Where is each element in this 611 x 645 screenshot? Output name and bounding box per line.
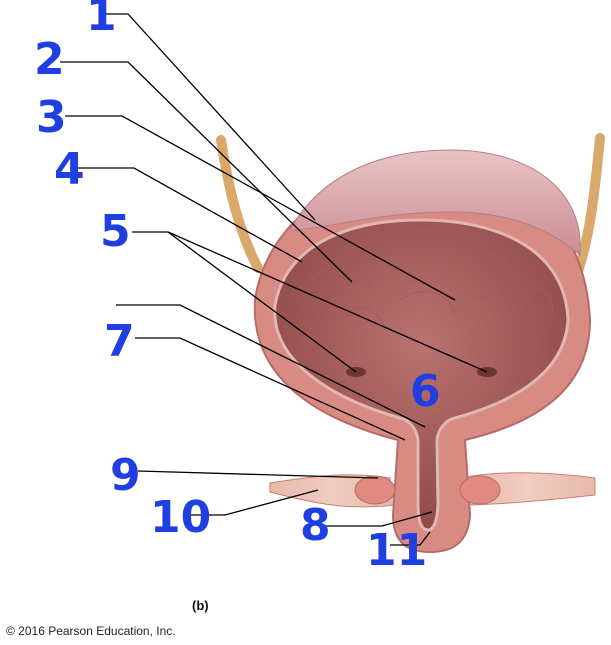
label-10: 10 bbox=[150, 492, 211, 543]
leader-10 bbox=[186, 489, 319, 516]
leader-lines bbox=[60, 13, 488, 546]
leader-5b bbox=[167, 231, 488, 373]
label-2: 2 bbox=[34, 34, 65, 85]
leader-6 bbox=[116, 304, 426, 428]
panel-label: (b) bbox=[192, 598, 209, 613]
sphincter-left bbox=[354, 475, 396, 505]
label-3: 3 bbox=[36, 92, 67, 143]
leader-3 bbox=[65, 115, 456, 301]
label-4: 4 bbox=[54, 144, 85, 195]
leader-4 bbox=[70, 167, 303, 263]
ureter-right bbox=[570, 133, 605, 285]
leader-11 bbox=[390, 531, 431, 546]
label-8: 8 bbox=[300, 500, 331, 551]
hand-labels: 1 2 3 4 5 6 7 9 10 8 11 bbox=[34, 0, 441, 576]
bladder-serosa bbox=[289, 149, 581, 257]
leader-7 bbox=[135, 337, 406, 441]
leader-8 bbox=[322, 511, 433, 527]
leader-9 bbox=[137, 470, 379, 479]
copyright: © 2016 Pearson Education, Inc. bbox=[6, 624, 176, 638]
label-7: 7 bbox=[104, 316, 135, 367]
label-6: 6 bbox=[410, 366, 441, 417]
leader-1 bbox=[100, 13, 316, 221]
label-9: 9 bbox=[110, 450, 141, 501]
rugae-texture bbox=[299, 240, 554, 356]
leader-2 bbox=[60, 61, 353, 283]
sphincter-right bbox=[459, 475, 501, 505]
label-5: 5 bbox=[100, 206, 131, 257]
label-1: 1 bbox=[86, 0, 117, 41]
label-11: 11 bbox=[366, 525, 427, 576]
